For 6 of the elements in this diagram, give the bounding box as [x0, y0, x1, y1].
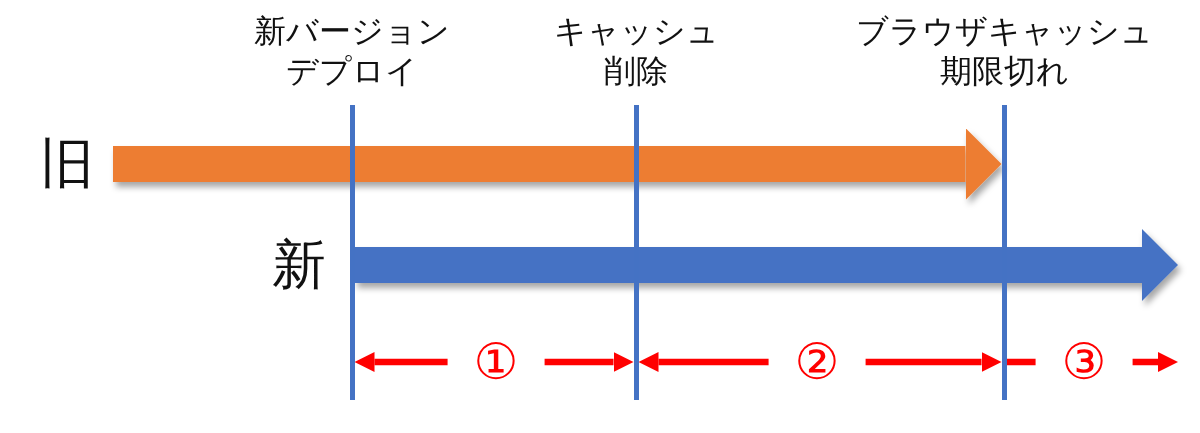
- row-label: 新: [272, 238, 326, 292]
- milestone-label: ブラウザキャッシュ期限切れ: [855, 11, 1153, 91]
- milestone-label: 新バージョンデプロイ: [253, 11, 451, 91]
- milestone-label: キャッシュ削除: [552, 11, 720, 91]
- block-arrow: [113, 128, 1002, 200]
- row-label: 旧: [40, 137, 94, 191]
